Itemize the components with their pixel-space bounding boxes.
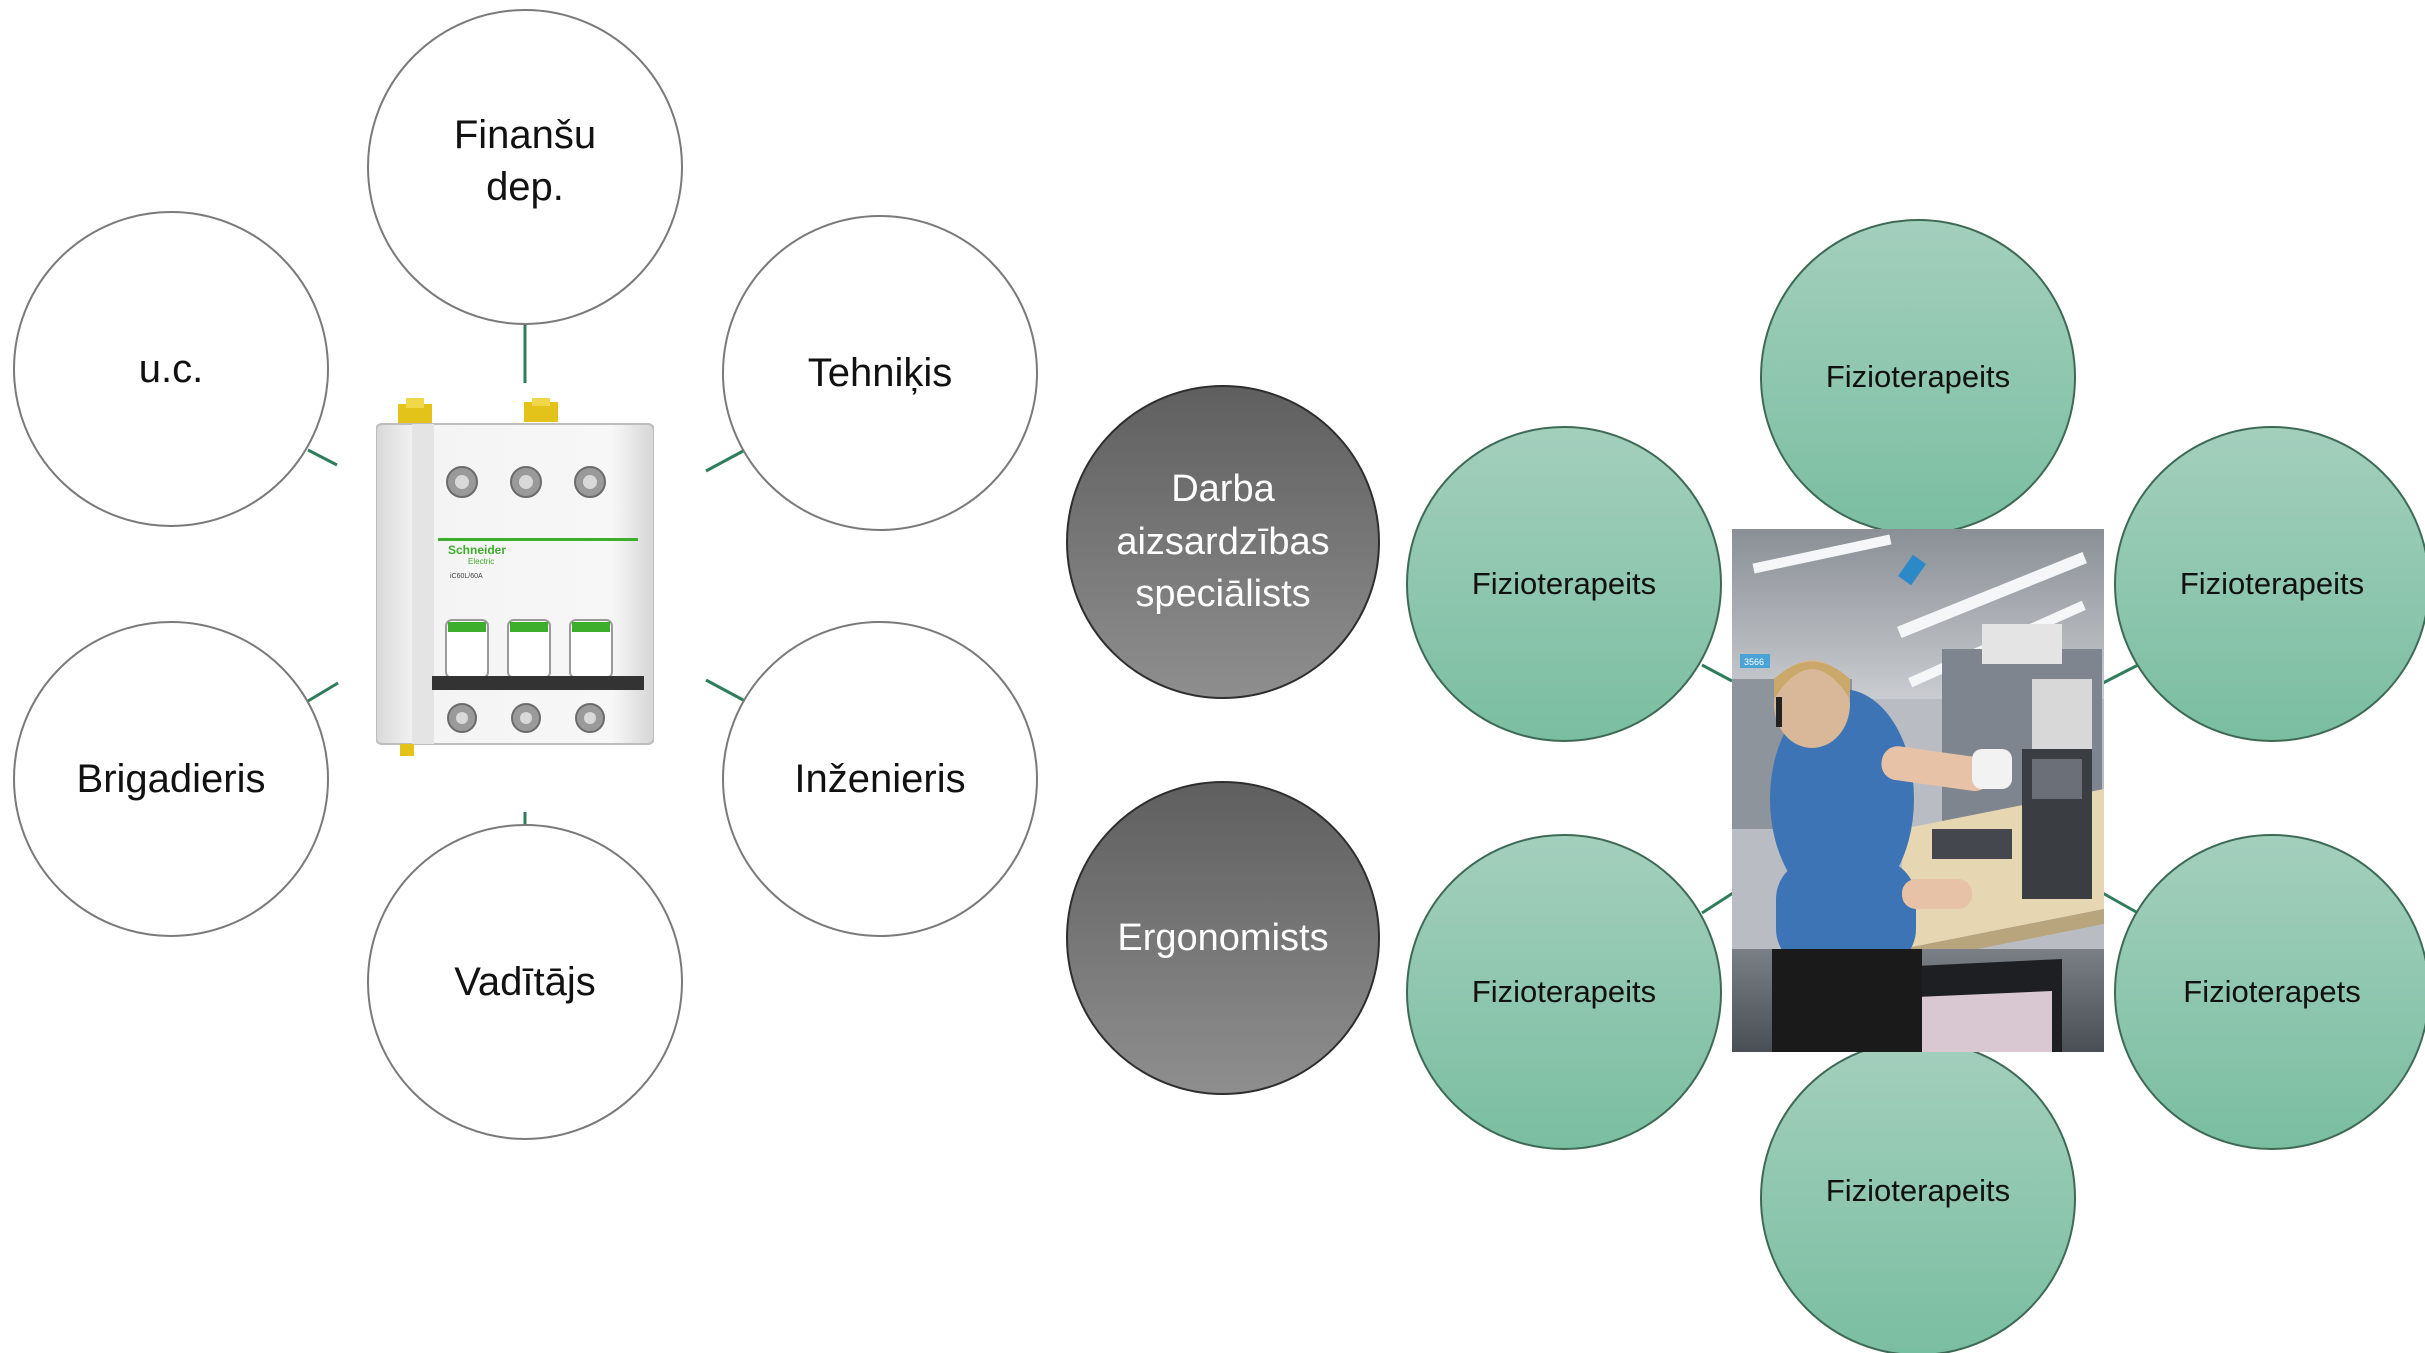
breaker-sub-brand: Electric (468, 557, 494, 566)
circuit-breaker-image: Schneider Electric iC60L/60A (376, 398, 654, 756)
node-manager: Vadītājs (367, 824, 683, 1140)
connector-r-upper-left (1701, 663, 1733, 683)
node-physio-upper-right-label: Fizioterapeits (2179, 566, 2365, 601)
breaker-model: iC60L/60A (450, 573, 483, 580)
connector-r-lower-right (2098, 889, 2139, 915)
connector-lower-right (705, 678, 746, 703)
node-physio-top: Fizioterapeits (1760, 219, 2076, 535)
photo-sign-label: 3566 (1744, 657, 1764, 667)
node-physio-lower-left-label: Fizioterapeits (1471, 974, 1657, 1009)
node-foreman-label: Brigadieris (76, 757, 266, 801)
node-physio-lower-right-label: Fizioterapets (2183, 974, 2361, 1009)
node-engineer: Inženieris (722, 621, 1038, 937)
node-physio-lower-right: Fizioterapets (2114, 834, 2425, 1150)
node-technician-label: Tehniķis (807, 351, 953, 395)
node-physio-upper-right: Fizioterapeits (2114, 426, 2425, 742)
node-ergonomist-label: Ergonomists (1117, 916, 1329, 959)
node-manager-label: Vadītājs (454, 960, 596, 1004)
connector-upper-right (705, 448, 746, 473)
node-ergonomist: Ergonomists (1066, 781, 1380, 1095)
node-finance-department: Finanšu dep. (367, 9, 683, 325)
connector-lower-left (307, 681, 339, 703)
breaker-brand: Schneider (448, 543, 506, 557)
node-physio-upper-left: Fizioterapeits (1406, 426, 1722, 742)
node-technician: Tehniķis (722, 215, 1038, 531)
workplace-photo: 3566 (1732, 529, 2104, 1052)
connector-r-upper-right (2100, 663, 2139, 686)
node-finance-department-label: Finanšu dep. (453, 113, 597, 209)
node-physio-upper-left-label: Fizioterapeits (1471, 566, 1657, 601)
connector-r-lower-left (1701, 891, 1734, 915)
node-others-label: u.c. (138, 347, 204, 391)
node-physio-bottom: Fizioterapeits (1760, 1040, 2076, 1353)
node-foreman: Brigadieris (13, 621, 329, 937)
node-engineer-label: Inženieris (794, 757, 966, 801)
node-safety-specialist: Darba aizsardzības speciālists (1066, 385, 1380, 699)
node-others: u.c. (13, 211, 329, 527)
node-physio-bottom-label: Fizioterapeits (1825, 1173, 2011, 1208)
node-safety-specialist-label: Darba aizsardzības speciālists (1116, 468, 1330, 616)
node-physio-top-label: Fizioterapeits (1825, 359, 2011, 394)
connector-upper-left (307, 448, 338, 467)
node-physio-lower-left: Fizioterapeits (1406, 834, 1722, 1150)
